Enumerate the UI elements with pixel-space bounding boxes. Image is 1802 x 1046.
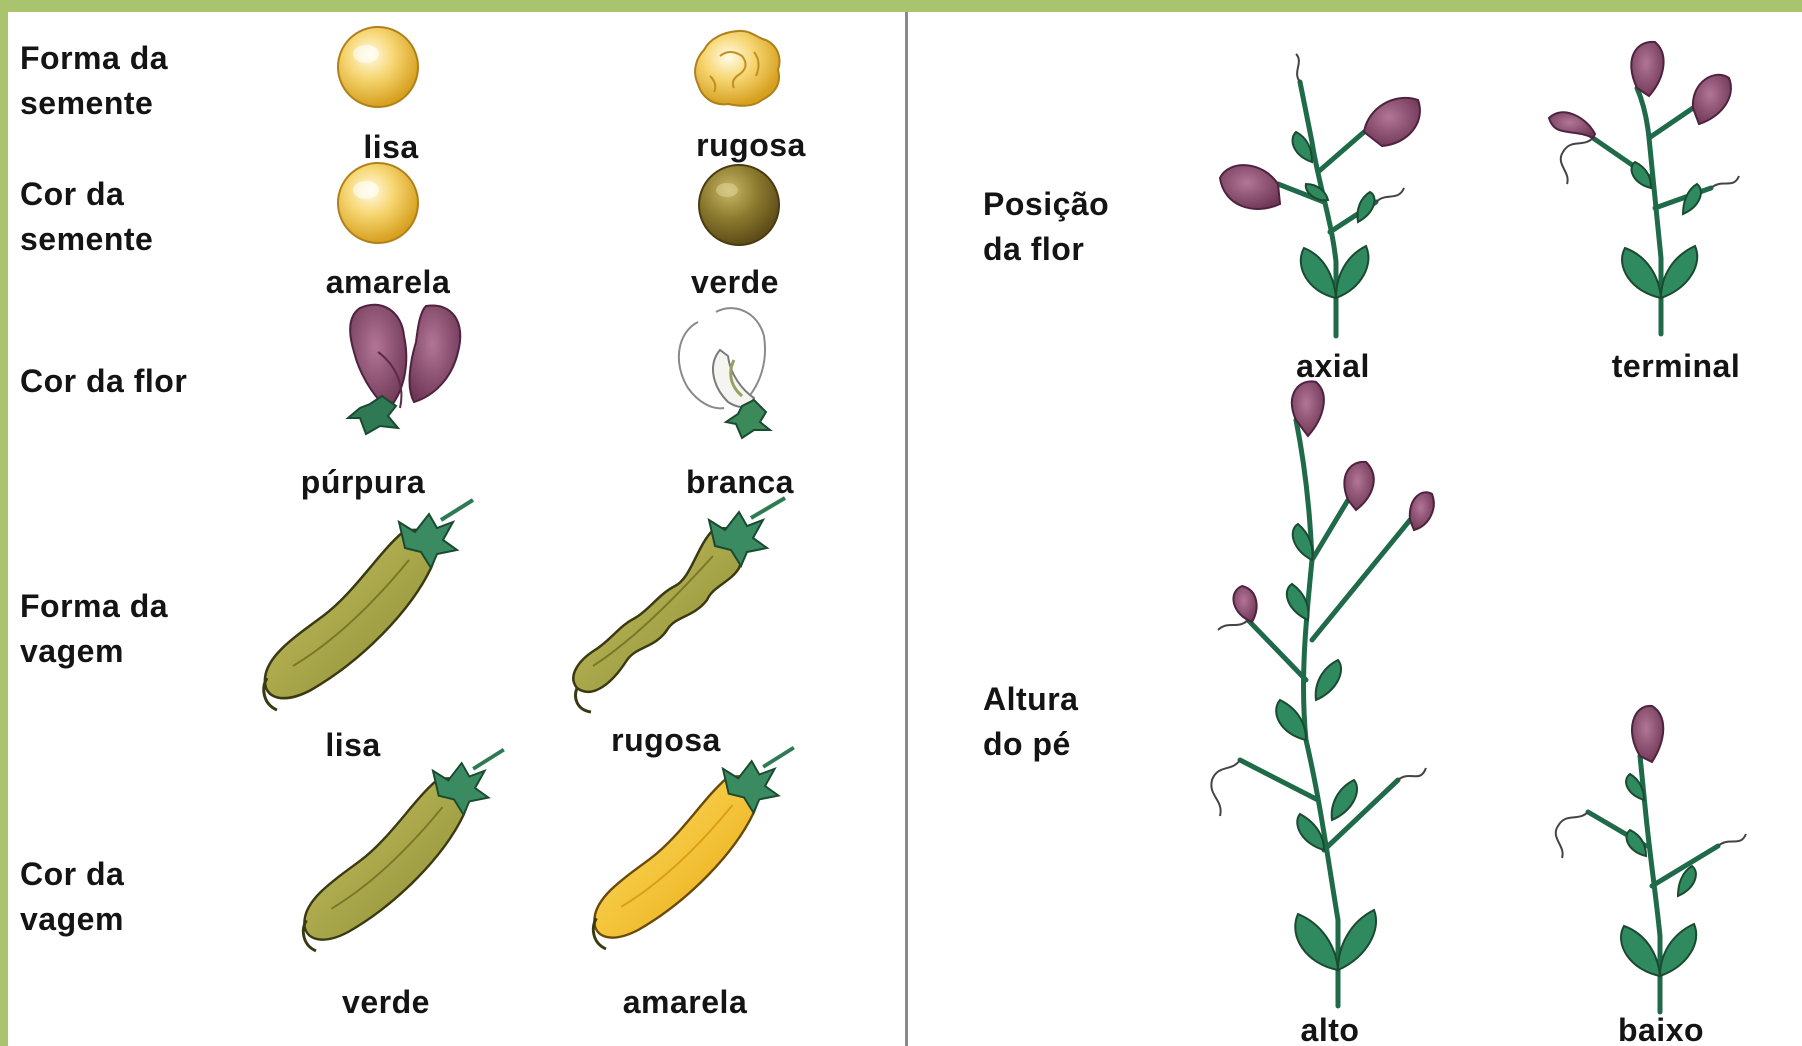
caption-amarela-pod: amarela xyxy=(623,984,747,1020)
row-label-line: Posição xyxy=(983,186,1109,222)
row-label-line: semente xyxy=(20,85,153,121)
caption-baixo: baixo xyxy=(1618,1012,1704,1046)
row-label-line: Cor da xyxy=(20,176,124,212)
green-seed-icon xyxy=(694,160,784,250)
purple-flower-icon xyxy=(330,292,470,442)
caption-verde-pod: verde xyxy=(342,984,430,1020)
smooth-pod-icon xyxy=(253,492,493,732)
row-label-line: Forma da xyxy=(20,588,168,624)
round-yellow-seed-icon xyxy=(333,22,423,112)
yellow-seed-icon xyxy=(333,158,423,248)
row-label-line: do pé xyxy=(983,726,1071,762)
caption-terminal: terminal xyxy=(1612,348,1740,384)
green-pod-icon xyxy=(293,742,523,972)
row-label-line: vagem xyxy=(20,633,124,669)
caption-axial: axial xyxy=(1296,348,1370,384)
axial-flower-plant-icon xyxy=(1208,52,1438,342)
row-label-altura-do-pe: Altura do pé xyxy=(983,677,1078,767)
row-label-forma-da-semente: Forma da semente xyxy=(20,36,168,126)
row-label-line: Altura xyxy=(983,681,1078,717)
panel-divider xyxy=(905,12,908,1046)
row-label-line: Cor da flor xyxy=(20,363,187,399)
yellow-pod-icon xyxy=(583,740,813,970)
caption-alto: alto xyxy=(1301,1012,1360,1046)
row-label-line: Forma da xyxy=(20,40,168,76)
short-plant-icon xyxy=(1528,696,1758,1016)
row-label-cor-da-semente: Cor da semente xyxy=(20,172,153,262)
row-label-line: vagem xyxy=(20,901,124,937)
row-label-line: Cor da xyxy=(20,856,124,892)
caption-rugosa-seed: rugosa xyxy=(696,127,806,163)
wrinkled-yellow-seed-icon xyxy=(690,26,786,112)
row-label-forma-da-vagem: Forma da vagem xyxy=(20,584,168,674)
white-flower-icon xyxy=(668,302,788,442)
row-label-cor-da-vagem: Cor da vagem xyxy=(20,852,124,942)
row-label-posicao-da-flor: Posição da flor xyxy=(983,182,1109,272)
row-label-line: semente xyxy=(20,221,153,257)
row-label-line: da flor xyxy=(983,231,1084,267)
tall-plant-icon xyxy=(1188,380,1448,1010)
row-label-cor-da-flor: Cor da flor xyxy=(20,359,187,404)
caption-verde-seed: verde xyxy=(691,264,779,300)
constricted-pod-icon xyxy=(563,490,803,730)
terminal-flower-plant-icon xyxy=(1533,38,1763,338)
